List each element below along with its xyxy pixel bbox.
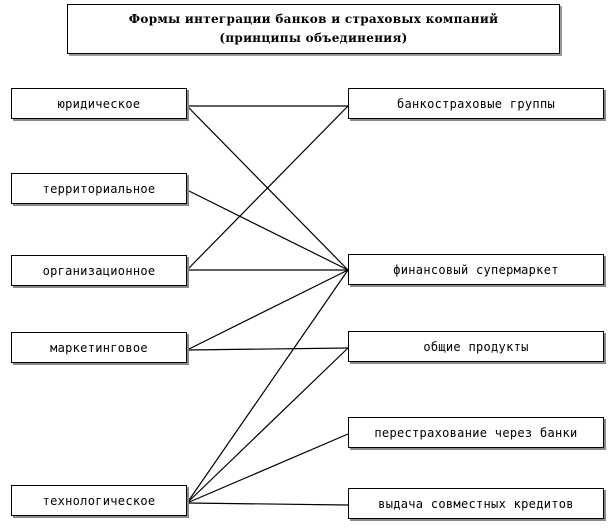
form-box-financial-supermarket: финансовый супермаркет [348,254,604,285]
form-label: перестрахование через банки [374,425,578,440]
form-label: банкостраховые группы [396,96,556,111]
principle-box-organizational: организационное [11,255,187,286]
diagram-title: Формы интеграции банков и страховых комп… [67,4,560,54]
connector-line [186,347,349,351]
connector-line [186,502,349,506]
form-label: выдача совместных кредитов [378,496,574,511]
principle-label: маркетинговое [50,340,148,355]
form-box-reinsurance: перестрахование через банки [348,417,604,448]
principle-box-legal: юридическое [11,88,187,119]
principle-box-technological: технологическое [11,485,187,516]
title-line-1: Формы интеграции банков и страховых комп… [128,12,499,26]
connector-line [186,269,349,504]
principle-label: технологическое [42,493,156,508]
connector-line [186,189,349,271]
form-box-common-products: общие продукты [348,331,604,362]
principle-label: организационное [42,263,156,278]
connector-line [186,105,349,271]
principle-box-marketing: маркетинговое [11,332,187,363]
form-box-joint-loans: выдача совместных кредитов [348,488,604,519]
principle-box-territorial: территориальное [11,173,187,204]
connector-line [186,433,349,504]
form-label: общие продукты [423,339,529,354]
connector-line [186,347,349,504]
title-line-2: (принципы объединения) [219,31,408,45]
form-box-bancassurance-groups: банкостраховые группы [348,88,604,119]
principle-label: юридическое [57,96,141,111]
principle-label: территориальное [42,181,156,196]
form-label: финансовый супермаркет [393,262,559,277]
connector-line [186,269,349,351]
